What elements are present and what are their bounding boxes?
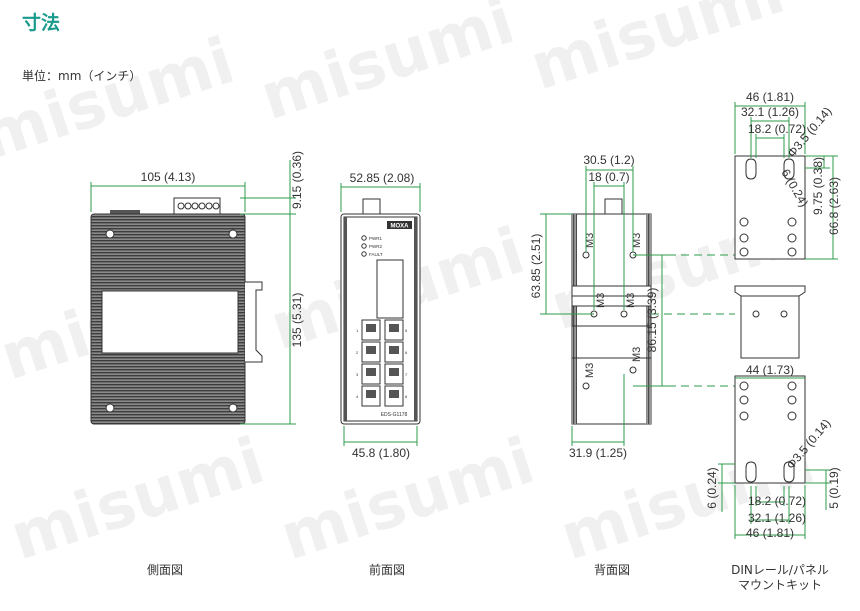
front-view-caption: 前面図 [368, 563, 405, 577]
kit-top-46-dim: 46 (1.81) [746, 90, 794, 104]
kit-top-668-dim: 66.8 (2.63) [827, 177, 841, 235]
din-kit-caption-line1: DINレール/パネル [731, 563, 829, 577]
front-top-width-dim: 52.85 (2.08) [350, 171, 415, 185]
watermark-text: misumi [2, 424, 273, 575]
kit-top-975-dim: 9.75 (0.38) [811, 157, 825, 215]
port-number: 8 [405, 394, 408, 399]
port-number: 6 [405, 350, 408, 355]
page-title: 寸法 [22, 12, 61, 34]
screw-label: M3 [584, 233, 596, 248]
kit-bottom-46-dim: 46 (1.81) [746, 526, 794, 540]
kit-top-18-dim: 18.2 (0.72) [748, 122, 806, 136]
kit-bottom-6-dim: 6 (0.24) [705, 467, 719, 508]
unit-label: 単位：mm（インチ） [22, 69, 142, 83]
rear-rail-width-dim: 18 (0.7) [588, 170, 629, 184]
watermark-text: misumi [252, 0, 523, 135]
rear-bottom-width-dim: 31.9 (1.25) [569, 446, 627, 460]
side-width-dim: 105 (4.13) [141, 170, 196, 184]
kit-mid-44-dim: 44 (1.73) [746, 363, 794, 377]
rear-right-height-dim: 86.15 (3.39) [645, 288, 659, 353]
screw-label: M3 [595, 293, 607, 308]
rear-left-height-dim: 63.85 (2.51) [529, 234, 543, 299]
kit-bottom-18-dim: 18.2 (0.72) [748, 494, 806, 508]
led-label: PWR2 [369, 244, 382, 249]
port-number: 2 [356, 350, 359, 355]
din-kit-caption: DINレール/パネル マウントキット [720, 563, 840, 593]
screw-label: M3 [631, 347, 643, 362]
rear-top-width-dim: 30.5 (1.2) [583, 153, 634, 167]
port-number: 4 [356, 394, 359, 399]
screw-label: M3 [625, 293, 637, 308]
led-label: PWR1 [369, 236, 382, 241]
rear-view-caption: 背面図 [593, 563, 630, 577]
front-bottom-width-dim: 45.8 (1.80) [352, 446, 410, 460]
kit-top-32-dim: 32.1 (1.26) [741, 105, 799, 119]
model-text: EDS-G1178 [381, 412, 408, 418]
side-height-dim: 135 (5.31) [290, 293, 304, 348]
watermark-text: misumi [0, 24, 243, 175]
front-view: MOXA PWR1 PWR2 FAULT 1 2 3 4 5 6 7 [340, 171, 421, 460]
screw-label: M3 [631, 233, 643, 248]
port-number: 5 [405, 328, 408, 333]
port-number: 7 [405, 372, 408, 377]
side-top-height-dim: 9.15 (0.36) [290, 151, 304, 209]
side-view: 105 (4.13) 9.15 (0.36) 135 (5.31) [90, 151, 304, 425]
side-view-caption: 側面図 [146, 563, 183, 577]
kit-bottom-32-dim: 32.1 (1.26) [748, 511, 806, 525]
port-number: 3 [356, 372, 359, 377]
port-number: 1 [356, 328, 359, 333]
kit-bottom-5-dim: 5 (0.19) [827, 467, 841, 508]
din-kit-caption-line2: マウントキット [737, 578, 822, 592]
moxa-logo: MOXA [391, 224, 410, 230]
rear-view: M3 M3 M3 M3 M3 M3 [529, 153, 735, 460]
led-label: FAULT [369, 252, 383, 257]
screw-label: M3 [584, 363, 596, 378]
